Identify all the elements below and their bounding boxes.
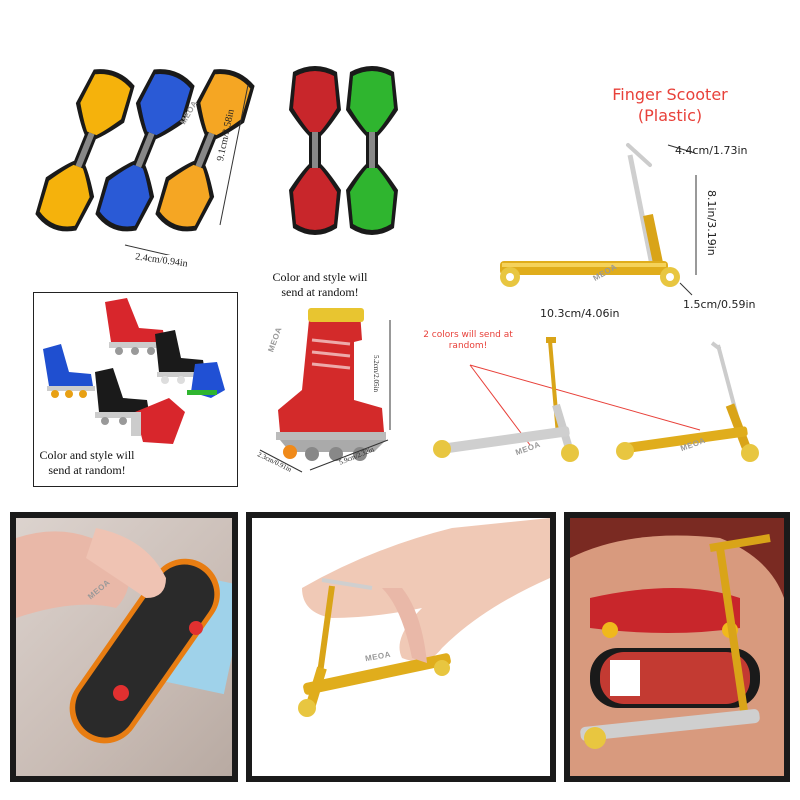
scooter-silver: [433, 337, 579, 462]
waveboards-image: [30, 61, 399, 255]
waveboard-red: [288, 65, 342, 236]
scooter-deck-label: 10.3cm/4.06in: [540, 307, 620, 320]
waveboard-random-note: Color and style will send at random!: [272, 270, 368, 299]
skate-blue-right: [187, 362, 225, 398]
scooter-wheel-label: 1.5cm/0.59in: [683, 298, 756, 311]
scooter-handle-label: 4.4cm/1.73in: [675, 144, 748, 157]
scooter-gold: [616, 341, 759, 462]
waveboard-yellow: [30, 61, 142, 240]
waveboard-orange: [148, 61, 262, 240]
photo-hand: [570, 518, 784, 776]
photo-scooter: [252, 518, 550, 776]
skate-height-label: 5.2cm/2.05in: [372, 355, 380, 392]
scooter-dimension-lines: [667, 144, 697, 296]
scooter-main-image: [500, 143, 680, 287]
scooter-colors-note: 2 colors will send at random!: [423, 330, 513, 351]
photo-fingerboard: [16, 518, 232, 776]
skates-group-image: [43, 298, 225, 444]
skate-red-top: [105, 298, 167, 355]
skates-random-note: Color and style will send at random!: [39, 448, 135, 477]
waveboard-green: [345, 65, 399, 236]
skate-single-image: [259, 308, 391, 473]
scooter-title: Finger Scooter: [612, 85, 728, 104]
scooter-height-label: 8.1in/3.19in: [705, 190, 718, 256]
scooter-pair-image: [433, 337, 759, 462]
skate-red-bottom: [131, 398, 185, 444]
skate-black-bottom: [95, 368, 151, 425]
waveboard-blue: [88, 61, 202, 240]
skate-blue-left: [43, 344, 95, 398]
scooter-subtitle: (Plastic): [637, 106, 703, 125]
